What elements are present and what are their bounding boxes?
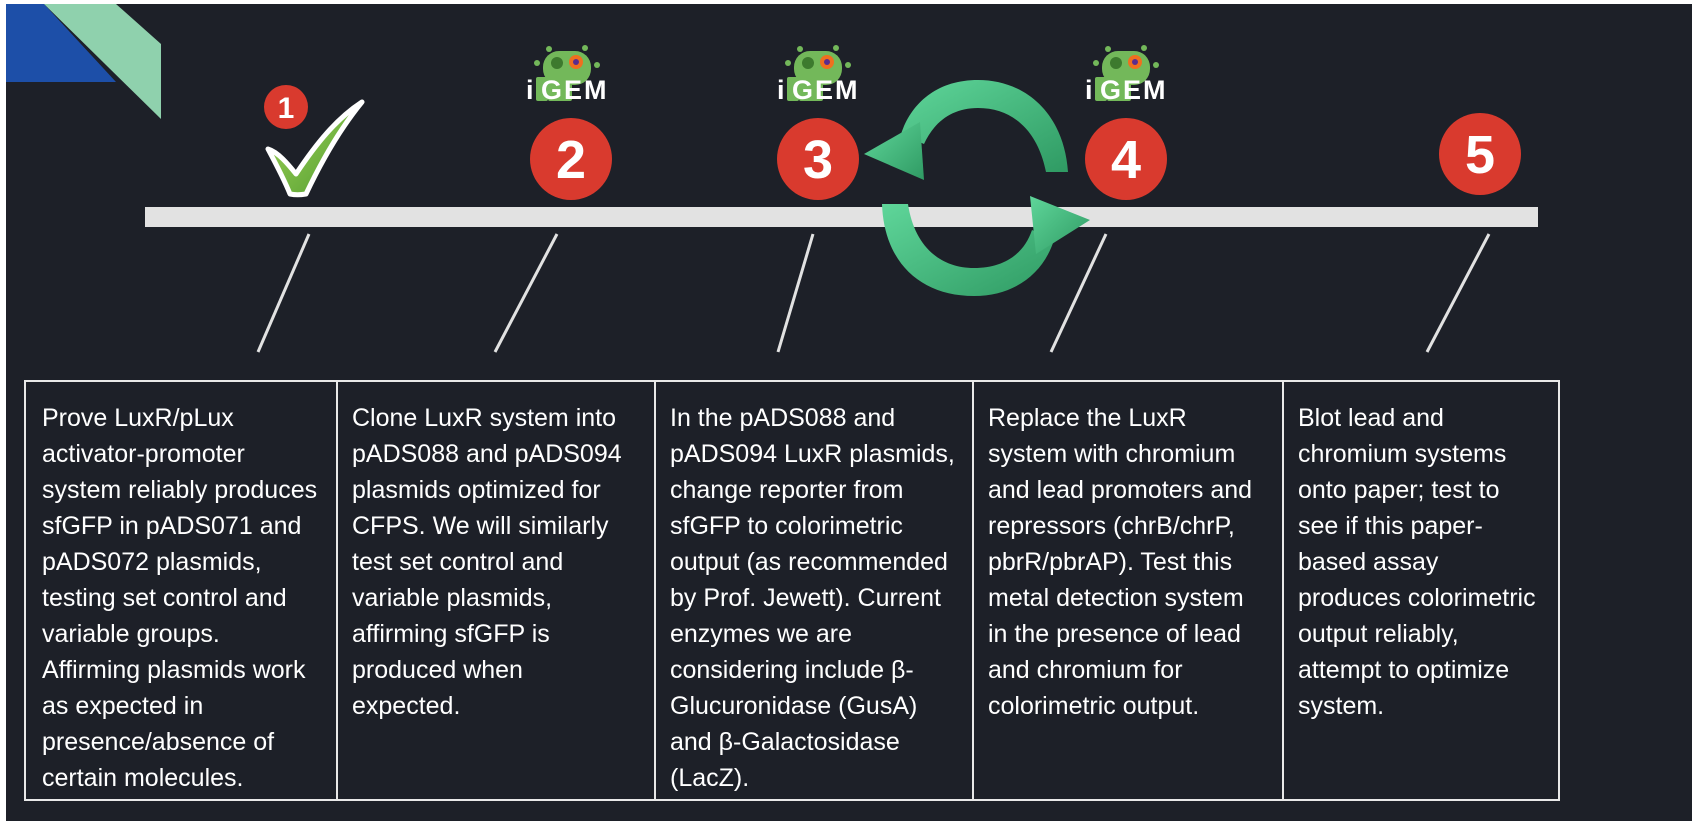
connector-line <box>776 233 815 353</box>
igem-logo-icon <box>1085 45 1168 105</box>
step-3-badge <box>777 118 859 200</box>
step-3-number: 3 <box>803 130 833 190</box>
connector-line <box>1049 233 1108 353</box>
connector-line <box>1425 233 1491 353</box>
step-4-number: 4 <box>1111 130 1141 190</box>
step-1-number: 1 <box>278 92 295 125</box>
step-2-description: Clone LuxR system into pADS088 and pADS0… <box>336 380 656 801</box>
cycle-arrows-icon <box>864 80 1090 296</box>
igem-logo-icon <box>526 45 609 105</box>
step-5-number: 5 <box>1465 125 1495 185</box>
step-3-description: In the pADS088 and pADS094 LuxR plasmids… <box>654 380 974 801</box>
step-5-badge <box>1439 113 1521 195</box>
step-2-number: 2 <box>556 130 586 190</box>
step-4-description: Replace the LuxR system with chromium an… <box>972 380 1284 801</box>
connector-line <box>256 233 311 353</box>
corner-green-stripe <box>44 4 161 119</box>
timeline-bar <box>145 207 1538 227</box>
step-5-description: Blot lead and chromium systems onto pape… <box>1282 380 1560 801</box>
step-1-description: Prove LuxR/pLux activator-promoter syste… <box>24 380 338 801</box>
timeline-graphic: i GEM 1 2 3 4 <box>6 4 1538 353</box>
step-4-badge <box>1085 118 1167 200</box>
connector-lines <box>256 233 1491 353</box>
slide: i GEM 1 2 3 4 <box>6 4 1692 821</box>
connector-line <box>493 233 559 353</box>
step-2-badge <box>530 118 612 200</box>
corner-blue-stripe <box>6 4 116 82</box>
step-1-badge <box>264 85 308 129</box>
igem-logo-icon <box>777 45 860 105</box>
check-icon <box>265 99 365 198</box>
